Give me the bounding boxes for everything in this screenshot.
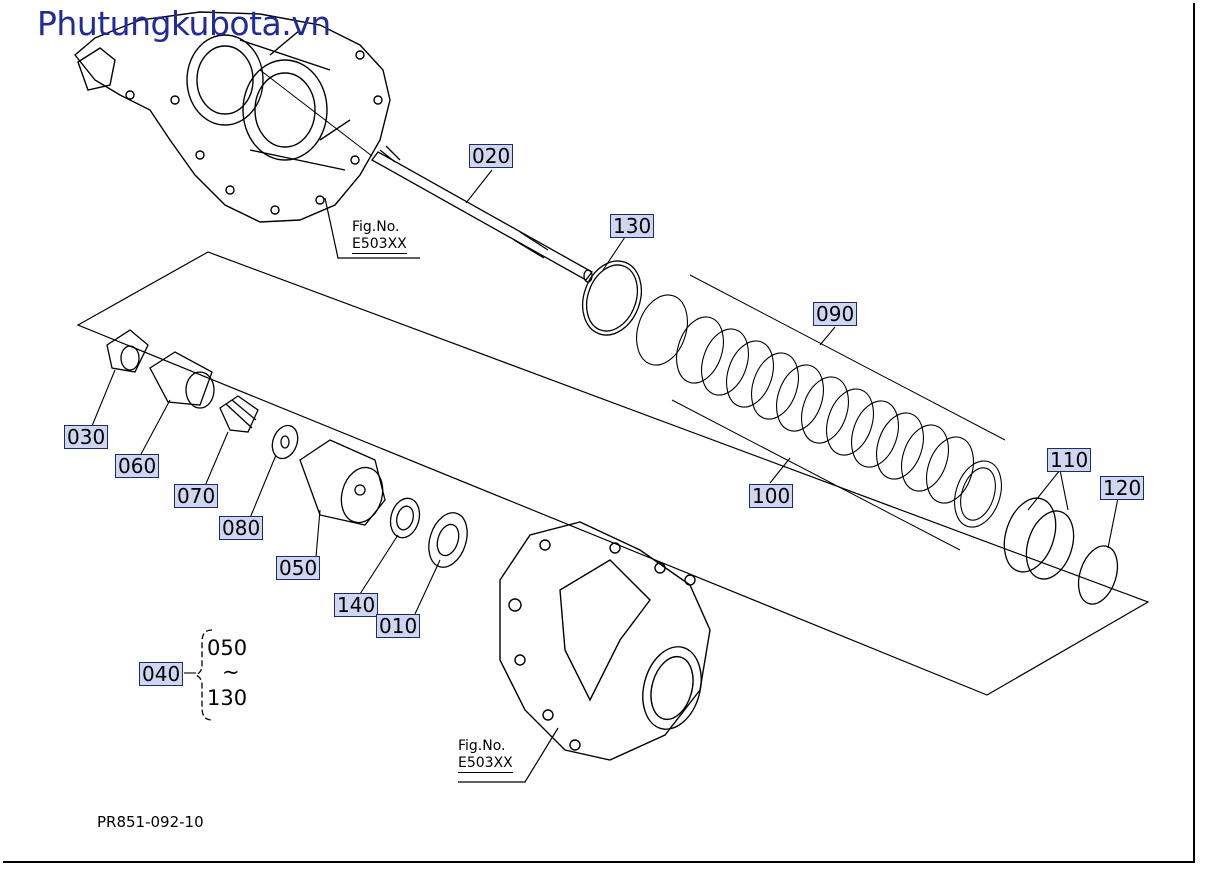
drawing-frame bbox=[3, 3, 1195, 863]
bushing-030-drawing bbox=[106, 329, 149, 373]
site-title: Phutungkubota.vn bbox=[37, 4, 331, 43]
bearing-010-drawing bbox=[428, 512, 468, 568]
lower-housing-drawing bbox=[499, 521, 711, 761]
circlip-120-drawing bbox=[1077, 545, 1119, 605]
assembly-boundary bbox=[76, 251, 1150, 696]
part-label-120[interactable]: 120 bbox=[1100, 476, 1145, 500]
part-label-040[interactable]: 040 bbox=[139, 662, 184, 686]
bearing-060-drawing bbox=[149, 351, 215, 409]
washer-080-drawing bbox=[271, 424, 299, 460]
part-label-140[interactable]: 140 bbox=[334, 593, 379, 617]
part-label-060[interactable]: 060 bbox=[115, 454, 160, 478]
part-label-030[interactable]: 030 bbox=[64, 425, 109, 449]
hub-050-drawing bbox=[299, 439, 386, 526]
circlip-130-drawing bbox=[582, 260, 642, 336]
fig-ref-upper[interactable]: Fig.No. E503XX bbox=[352, 219, 407, 254]
fig-ref-upper-label: Fig.No. bbox=[352, 219, 400, 235]
spring-070-drawing bbox=[219, 395, 259, 433]
upper-housing-drawing bbox=[74, 11, 391, 223]
fig-ref-lower-number: E503XX bbox=[458, 755, 513, 773]
rings-110-drawing bbox=[1003, 497, 1075, 580]
part-label-010[interactable]: 010 bbox=[376, 614, 421, 638]
part-label-090[interactable]: 090 bbox=[813, 302, 858, 326]
fig-ref-upper-number: E503XX bbox=[352, 236, 407, 254]
fig-ref-lower-label: Fig.No. bbox=[458, 738, 506, 754]
part-label-100[interactable]: 100 bbox=[749, 484, 794, 508]
part-label-130[interactable]: 130 bbox=[610, 214, 655, 238]
range-tilde: ~ bbox=[222, 660, 240, 684]
range-from: 050 bbox=[207, 636, 248, 660]
range-to: 130 bbox=[207, 686, 248, 710]
part-label-020[interactable]: 020 bbox=[469, 144, 514, 168]
part-label-070[interactable]: 070 bbox=[174, 484, 219, 508]
clutch-plates-drawing bbox=[636, 274, 1006, 551]
part-label-110[interactable]: 110 bbox=[1047, 448, 1092, 472]
range-brace bbox=[194, 629, 213, 721]
drawing-code: PR851-092-10 bbox=[97, 813, 204, 831]
part-label-050[interactable]: 050 bbox=[276, 556, 321, 580]
fig-ref-lower[interactable]: Fig.No. E503XX bbox=[458, 738, 513, 773]
gear-140-drawing bbox=[389, 497, 421, 539]
shaft-020-drawing bbox=[259, 69, 593, 283]
part-label-080[interactable]: 080 bbox=[219, 516, 264, 540]
